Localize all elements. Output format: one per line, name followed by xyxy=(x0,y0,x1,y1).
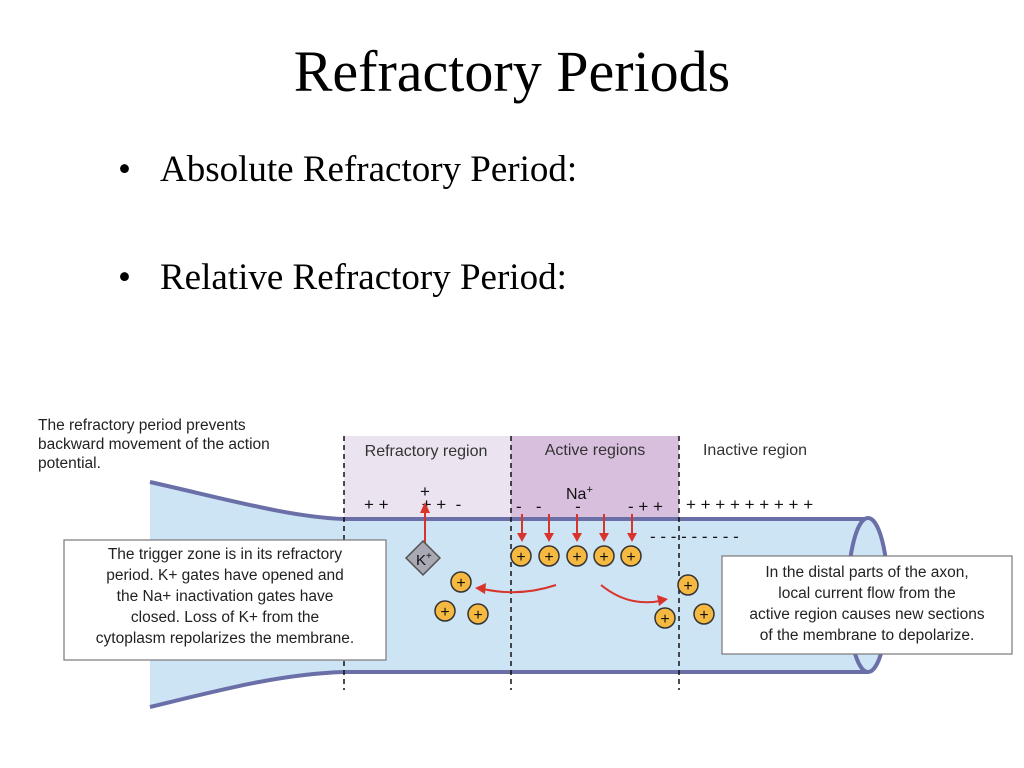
callout-left-text: The trigger zone is in its refractory pe… xyxy=(66,544,384,649)
current-arrowhead-backward xyxy=(475,583,486,594)
inactive-region-label: Inactive region xyxy=(703,442,807,459)
inactive-membrane-charges: + + + + + + + + + xyxy=(686,495,813,514)
svg-text:+: + xyxy=(599,549,608,566)
bullet-list: • Absolute Refractory Period: • Relative… xyxy=(118,148,577,298)
svg-text:+: + xyxy=(456,575,465,592)
bullet-item-relative: • Relative Refractory Period: xyxy=(118,256,577,298)
refractory-membrane-charges: + + + + - xyxy=(364,495,461,514)
ion-refractory-1: + xyxy=(450,571,472,593)
active-membrane-charges-right: - + + xyxy=(628,497,663,516)
bullet-text: Relative Refractory Period: xyxy=(160,257,567,298)
callout-right-line: In the distal parts of the axon, xyxy=(765,564,969,581)
svg-text:+: + xyxy=(440,604,449,621)
k-channel-diamond xyxy=(404,539,442,577)
active-membrane-charges-mid: - xyxy=(575,497,581,516)
callout-right-text: In the distal parts of the axon, local c… xyxy=(724,562,1010,646)
caption-top-line: backward movement of the action xyxy=(38,436,270,453)
callout-right-line: local current flow from the xyxy=(778,585,956,602)
k-exit-arrowhead xyxy=(420,502,430,513)
callout-right-box xyxy=(721,555,1013,655)
caption-top-line: The refractory period prevents xyxy=(38,417,246,434)
bullet-text: Absolute Refractory Period: xyxy=(160,149,578,190)
sodium-influx-arrowheads xyxy=(517,533,637,542)
ion-active-4: + xyxy=(593,545,615,567)
refractory-diagram: Refractory region Active regions Inactiv… xyxy=(0,400,1024,730)
axon-membrane-bottom xyxy=(149,670,868,709)
ion-inactive-3: + xyxy=(693,603,715,625)
current-arrow-backward xyxy=(482,584,557,594)
bullet-marker: • xyxy=(118,257,131,298)
slide-title: Refractory Periods xyxy=(293,39,731,104)
positive-ions: + + + + + + + + + + + xyxy=(434,545,715,629)
caption-top: The refractory period prevents backward … xyxy=(38,416,338,473)
callout-left-line: period. K+ gates have opened and xyxy=(106,567,344,584)
current-arrow-forward xyxy=(600,584,661,604)
callout-left-line: the Na+ inactivation gates have xyxy=(116,588,334,605)
callout-left-line: The trigger zone is in its refractory xyxy=(107,546,343,563)
current-arrowhead-forward xyxy=(657,595,668,606)
callout-right-line: active region causes new sections xyxy=(749,606,985,623)
svg-text:+: + xyxy=(626,549,635,566)
svg-text:+: + xyxy=(572,549,581,566)
ion-active-3: + xyxy=(566,545,588,567)
bullet-marker: • xyxy=(118,149,131,190)
ion-active-1: + xyxy=(510,545,532,567)
inactive-inner-charges: - - - - - - - - - xyxy=(650,527,739,546)
sodium-label: Na+ xyxy=(566,484,593,503)
ion-inactive-2: + xyxy=(654,607,676,629)
caption-top-line: potential. xyxy=(38,455,101,472)
callout-right-line: of the membrane to depolarize. xyxy=(759,627,975,644)
svg-text:+: + xyxy=(683,578,692,595)
axon-diagram-svg: Refractory region Active regions Inactiv… xyxy=(63,436,1013,709)
ion-active-5: + xyxy=(620,545,642,567)
active-region-band xyxy=(511,436,679,520)
ion-refractory-3: + xyxy=(467,603,489,625)
callout-left-line: closed. Loss of K+ from the xyxy=(130,609,320,626)
svg-text:+: + xyxy=(544,549,553,566)
ion-inactive-1: + xyxy=(677,574,699,596)
refractory-region-band xyxy=(344,436,511,520)
k-channel-label: K+ xyxy=(416,551,432,569)
svg-text:+: + xyxy=(516,549,525,566)
callout-left-box xyxy=(63,539,387,661)
refractory-k-exit-charge: + xyxy=(420,482,430,501)
callout-left-line: cytoplasm repolarizes the membrane. xyxy=(95,630,355,647)
sodium-influx-arrows xyxy=(521,514,633,535)
bullet-item-absolute: • Absolute Refractory Period: xyxy=(118,148,577,190)
active-membrane-charges-left: - - xyxy=(516,497,542,516)
ion-active-2: + xyxy=(538,545,560,567)
svg-text:+: + xyxy=(699,607,708,624)
axon-membrane-top xyxy=(149,480,868,521)
svg-text:+: + xyxy=(473,607,482,624)
ion-refractory-2: + xyxy=(434,600,456,622)
active-regions-label: Active regions xyxy=(545,442,646,459)
refractory-region-label: Refractory region xyxy=(365,443,488,460)
svg-text:+: + xyxy=(660,611,669,628)
